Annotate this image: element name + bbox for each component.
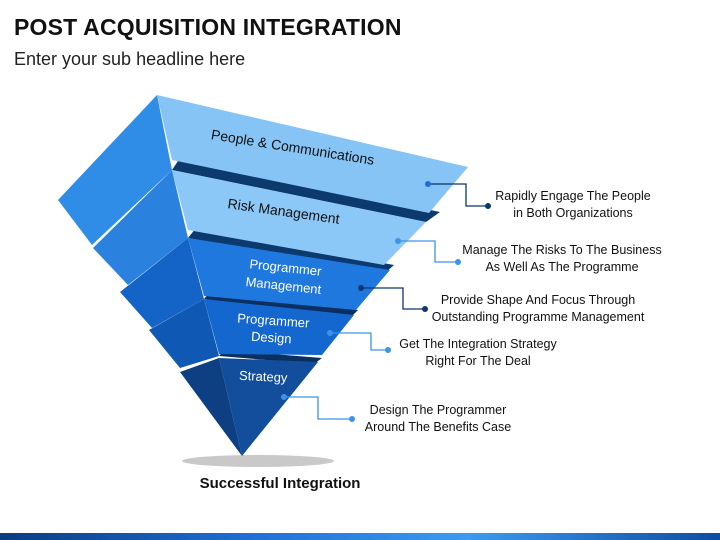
connector-3 (358, 285, 428, 312)
layer-3-side (120, 238, 204, 328)
layer-people-communications[interactable]: People & Communications (58, 95, 468, 245)
layer-4-label-line1: Programmer (237, 311, 311, 331)
layer-2-side (93, 170, 188, 285)
callout-4-line1: Get The Integration Strategy (399, 337, 557, 351)
callout-3-line2: Outstanding Programme Management (431, 310, 645, 324)
layer-programmer-management[interactable]: Programmer Management (120, 238, 390, 328)
connector-1 (425, 181, 491, 209)
layer-5-label: Strategy (239, 368, 289, 386)
callout-2: Manage The Risks To The Business As Well… (462, 242, 662, 276)
callout-1: Rapidly Engage The People in Both Organi… (488, 188, 658, 222)
layer-strategy[interactable]: Strategy (180, 358, 318, 456)
callout-2-line2: As Well As The Programme (485, 260, 639, 274)
layer-5-front (219, 358, 318, 456)
callout-3: Provide Shape And Focus Through Outstand… (426, 292, 650, 326)
callout-5-line1: Design The Programmer (369, 403, 507, 417)
connector-2 (395, 238, 461, 265)
layer-1-shadow (172, 158, 440, 222)
callout-2-line1: Manage The Risks To The Business (462, 243, 662, 257)
layer-risk-management[interactable]: Risk Management (93, 170, 426, 285)
callout-3-line1: Provide Shape And Focus Through (440, 293, 636, 307)
layer-4-front (204, 299, 354, 355)
callout-5: Design The Programmer Around The Benefit… (358, 402, 518, 436)
successful-integration-label: Successful Integration (199, 475, 361, 492)
callout-5-line2: Around The Benefits Case (364, 420, 512, 434)
callout-1-line1: Rapidly Engage The People (495, 189, 651, 203)
callout-1-line2: in Both Organizations (513, 206, 633, 220)
callout-4: Get The Integration Strategy Right For T… (392, 336, 564, 370)
page-subtitle: Enter your sub headline here (14, 49, 246, 69)
layer-4-side (149, 299, 219, 368)
connector-5 (281, 394, 355, 422)
layer-5-side (180, 358, 242, 456)
funnel-shadow (182, 455, 334, 467)
layer-1-front (157, 95, 468, 213)
layer-2-front (172, 170, 426, 265)
layer-1-side (58, 95, 172, 245)
bottom-accent-bar (0, 533, 720, 540)
page-title: POST ACQUISITION INTEGRATION (14, 14, 402, 40)
connector-4 (327, 330, 391, 353)
layer-3-front (188, 238, 390, 310)
callout-4-line2: Right For The Deal (425, 354, 531, 368)
layer-programmer-design[interactable]: Programmer Design (149, 299, 354, 368)
layer-4-label-line2: Design (251, 329, 292, 347)
